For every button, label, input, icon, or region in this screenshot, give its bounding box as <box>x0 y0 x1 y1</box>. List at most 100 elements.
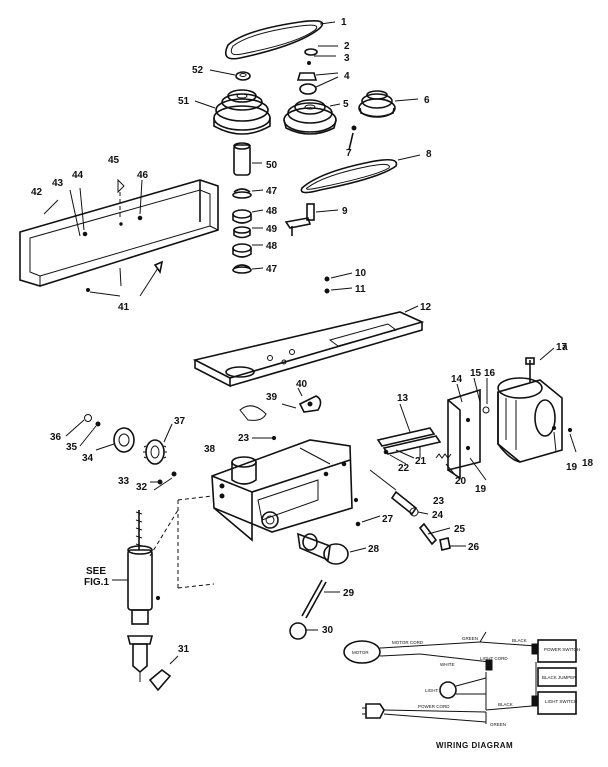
sleeve-50 <box>233 142 262 176</box>
screws-18-19 <box>469 425 577 481</box>
callout-13: 13 <box>397 393 409 404</box>
callout-4: 4 <box>344 71 350 82</box>
callout-31: 31 <box>178 644 190 655</box>
callout-28: 28 <box>368 544 380 555</box>
callout-23a: 23 <box>238 433 250 444</box>
bearings-stack <box>232 188 264 274</box>
callout-36: 36 <box>50 432 62 443</box>
feed-parts <box>65 414 173 465</box>
callout-43: 43 <box>52 178 64 189</box>
wd-black-jumper: BLACK JUMPER <box>542 675 577 680</box>
callout-20: 20 <box>455 476 467 487</box>
callout-26: 26 <box>468 542 480 553</box>
wd-power-cord: POWER CORD <box>418 704 450 709</box>
belt-guard-42 <box>19 178 219 297</box>
callout-23b: 23 <box>433 496 445 507</box>
callout-7: 7 <box>346 148 352 159</box>
callout-11: 11 <box>355 284 366 295</box>
callout-38: 38 <box>204 444 216 455</box>
callout-27: 27 <box>382 514 394 525</box>
callout-21: 21 <box>415 456 427 467</box>
pulley-5 <box>283 99 341 135</box>
wd-green: GREEN <box>462 636 478 641</box>
lever-9 <box>284 203 339 236</box>
callout-14: 14 <box>451 374 463 385</box>
wd-light: LIGHT <box>425 688 439 693</box>
callout-30: 30 <box>322 625 334 636</box>
callout-47b: 47 <box>266 264 278 275</box>
pin-7 <box>348 125 357 151</box>
wd-black-2: BLACK <box>498 702 513 707</box>
quill-assembly <box>126 495 215 692</box>
wiring-diagram-title: WIRING DIAGRAM <box>436 741 513 750</box>
callout-1: 1 <box>341 17 347 28</box>
feed-handle-28 <box>297 532 367 565</box>
callout-22: 22 <box>398 463 410 474</box>
callout-45: 45 <box>108 155 120 166</box>
callout-42: 42 <box>31 187 43 198</box>
motor-17 <box>497 347 563 463</box>
callout-48a: 48 <box>266 206 278 217</box>
motor-bracket-14 <box>447 377 490 480</box>
callout-39: 39 <box>266 392 278 403</box>
callout-labels: 1 2 3 4 52 51 5 6 7 8 45 44 43 46 42 47 … <box>31 17 594 655</box>
callout-3: 3 <box>344 53 350 64</box>
wiring-diagram: MOTOR MOTOR CORD GREEN BLACK POWER SWITC… <box>343 631 580 750</box>
fig1-label: FIG.1 <box>84 577 109 588</box>
callout-9: 9 <box>342 206 348 217</box>
callout-46: 46 <box>137 170 149 181</box>
callout-49: 49 <box>266 224 278 235</box>
wd-motor-cord: MOTOR CORD <box>392 640 424 645</box>
head-plate-12 <box>192 305 425 388</box>
wd-black: BLACK <box>512 638 527 643</box>
callout-5: 5 <box>343 99 349 110</box>
wd-green-2: GREEN <box>490 722 506 727</box>
callout-50: 50 <box>266 160 278 171</box>
callout-48b: 48 <box>266 241 278 252</box>
light-39-40 <box>239 387 322 421</box>
shafts-13 <box>376 403 442 465</box>
rod-29-knob-30 <box>289 579 340 640</box>
callout-44: 44 <box>72 170 84 181</box>
callout-52: 52 <box>192 65 204 76</box>
callout-25: 25 <box>454 524 466 535</box>
callout-17-suffix: a <box>562 342 568 353</box>
callout-47a: 47 <box>266 186 278 197</box>
wd-power-switch: POWER SWITCH <box>544 647 580 652</box>
callout-8: 8 <box>426 149 432 160</box>
callout-6: 6 <box>424 95 430 106</box>
callout-34: 34 <box>82 453 94 464</box>
callout-18: 18 <box>582 458 594 469</box>
pulley-6 <box>358 90 419 118</box>
screws-10-11 <box>324 272 353 294</box>
callout-24: 24 <box>432 510 444 521</box>
callout-19a: 19 <box>475 484 487 495</box>
wd-light-switch: LIGHT SWITCH <box>545 699 577 704</box>
callout-19b: 19 <box>566 462 578 473</box>
nut-52 <box>209 69 251 81</box>
spring-20 <box>435 453 457 477</box>
belt-top <box>224 20 336 60</box>
callout-10: 10 <box>355 268 367 279</box>
callout-37: 37 <box>174 416 186 427</box>
collar-parts <box>296 45 339 95</box>
callout-16: 16 <box>484 368 496 379</box>
wd-light-cord: LIGHT CORD <box>480 656 508 661</box>
shaft-24 <box>353 469 429 527</box>
callout-15: 15 <box>470 368 482 379</box>
pulley-51 <box>194 89 271 135</box>
pin-23 <box>252 435 277 441</box>
see-label: SEE <box>86 566 106 577</box>
callout-17: 17 <box>556 342 568 353</box>
screws-25-26 <box>418 522 466 551</box>
screws-32-33 <box>150 471 177 491</box>
callout-29: 29 <box>343 588 355 599</box>
callout-32: 32 <box>136 482 148 493</box>
callout-51: 51 <box>178 96 190 107</box>
wd-white: WHITE <box>440 662 455 667</box>
callout-41: 41 <box>118 302 130 313</box>
head-casting-38 <box>211 439 353 542</box>
belt-8 <box>300 154 421 194</box>
wd-motor: MOTOR <box>352 650 369 655</box>
callout-12: 12 <box>420 302 432 313</box>
